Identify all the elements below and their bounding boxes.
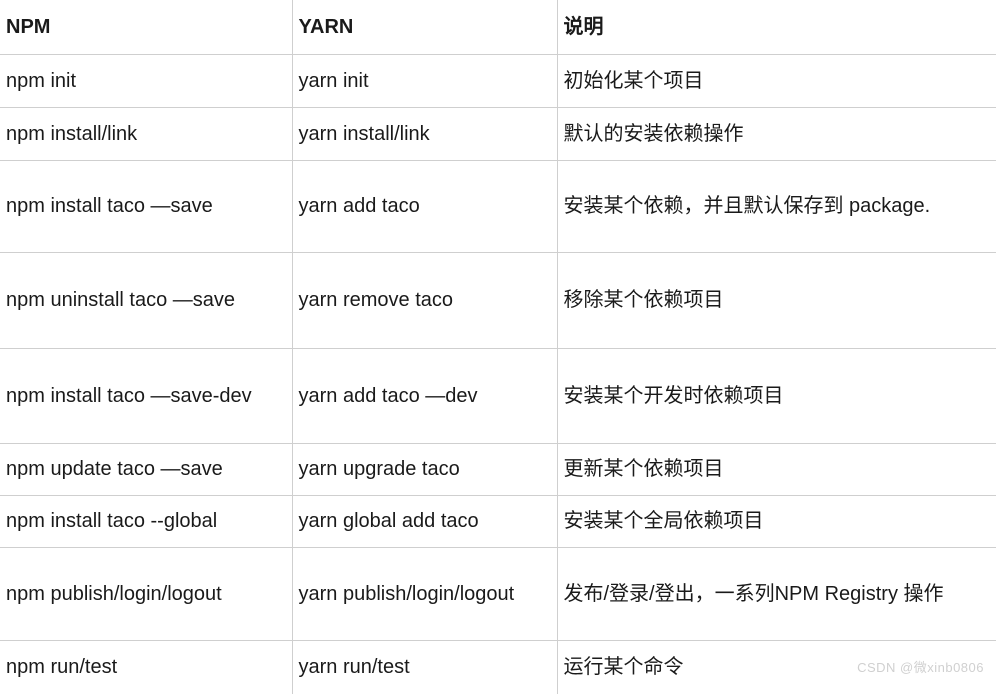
table-row: npm install taco —save-dev yarn add taco…: [0, 349, 996, 444]
table-row: npm publish/login/logout yarn publish/lo…: [0, 548, 996, 641]
column-header-desc: 说明: [557, 0, 996, 55]
csdn-watermark: CSDN @微xinb0806: [857, 657, 984, 676]
table-row: npm install taco --global yarn global ad…: [0, 496, 996, 548]
cell-yarn-command: yarn run/test: [292, 641, 557, 694]
cell-description: 移除某个依赖项目: [557, 253, 996, 349]
column-header-npm: NPM: [0, 0, 292, 55]
cell-description: 发布/登录/登出，一系列NPM Registry 操作: [557, 548, 996, 641]
cell-description: 安装某个全局依赖项目: [557, 496, 996, 548]
table-row: npm init yarn init 初始化某个项目: [0, 55, 996, 108]
cell-description: 更新某个依赖项目: [557, 444, 996, 496]
cell-npm-command: npm update taco —save: [0, 444, 292, 496]
cell-npm-command: npm init: [0, 55, 292, 108]
column-header-yarn: YARN: [292, 0, 557, 55]
cell-npm-command: npm install taco —save: [0, 161, 292, 253]
cell-yarn-command: yarn add taco: [292, 161, 557, 253]
cell-npm-command: npm install taco —save-dev: [0, 349, 292, 444]
cell-npm-command: npm install taco --global: [0, 496, 292, 548]
table-row: npm run/test yarn run/test 运行某个命令: [0, 641, 996, 694]
cell-yarn-command: yarn global add taco: [292, 496, 557, 548]
cell-npm-command: npm run/test: [0, 641, 292, 694]
cell-yarn-command: yarn remove taco: [292, 253, 557, 349]
cell-npm-command: npm install/link: [0, 108, 292, 161]
cell-yarn-command: yarn publish/login/logout: [292, 548, 557, 641]
cell-description: 默认的安装依赖操作: [557, 108, 996, 161]
table-row: npm install/link yarn install/link 默认的安装…: [0, 108, 996, 161]
table-row: npm install taco —save yarn add taco 安装某…: [0, 161, 996, 253]
cell-yarn-command: yarn init: [292, 55, 557, 108]
table-header-row: NPM YARN 说明: [0, 0, 996, 55]
table-header: NPM YARN 说明: [0, 0, 996, 55]
cell-description: 初始化某个项目: [557, 55, 996, 108]
cell-description: 安装某个开发时依赖项目: [557, 349, 996, 444]
cell-description: 安装某个依赖，并且默认保存到 package.: [557, 161, 996, 253]
cell-npm-command: npm uninstall taco —save: [0, 253, 292, 349]
table-body: npm init yarn init 初始化某个项目 npm install/l…: [0, 55, 996, 694]
table-row: npm uninstall taco —save yarn remove tac…: [0, 253, 996, 349]
table-row: npm update taco —save yarn upgrade taco …: [0, 444, 996, 496]
cell-npm-command: npm publish/login/logout: [0, 548, 292, 641]
cell-yarn-command: yarn add taco —dev: [292, 349, 557, 444]
cell-yarn-command: yarn upgrade taco: [292, 444, 557, 496]
cell-yarn-command: yarn install/link: [292, 108, 557, 161]
